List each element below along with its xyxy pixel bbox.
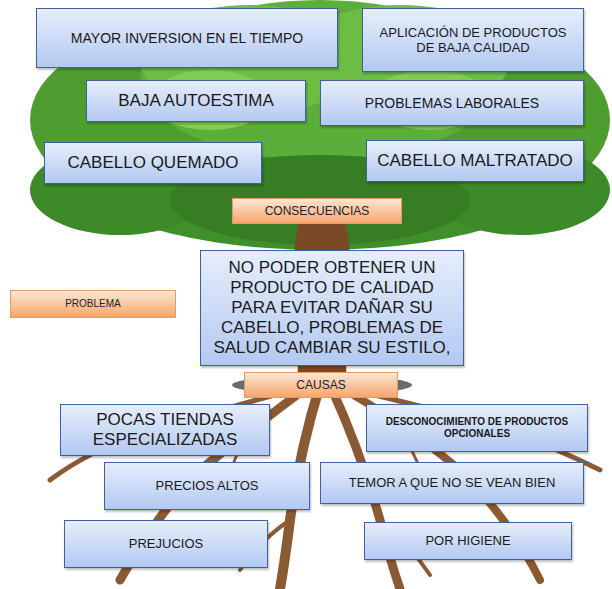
cause-box: PRECIOS ALTOS	[104, 462, 310, 510]
box-text: PROBLEMAS LABORALES	[365, 95, 539, 112]
box-text: CONSECUENCIAS	[265, 204, 370, 218]
problem-box: NO PODER OBTENER UN PRODUCTO DE CALIDAD …	[200, 250, 464, 366]
consequence-box: APLICACIÓN DE PRODUCTOS DE BAJA CALIDAD	[362, 8, 584, 72]
consequence-box: CABELLO QUEMADO	[44, 142, 262, 184]
box-text: NO PODER OBTENER UN PRODUCTO DE CALIDAD …	[209, 258, 455, 358]
consequence-box: BAJA AUTOESTIMA	[86, 80, 306, 122]
consequence-box: CABELLO MALTRATADO	[366, 140, 584, 182]
box-text: APLICACIÓN DE PRODUCTOS DE BAJA CALIDAD	[371, 25, 575, 56]
box-text: CABELLO QUEMADO	[68, 153, 239, 173]
box-text: PROBLEMA	[65, 298, 121, 310]
consequence-box: PROBLEMAS LABORALES	[320, 80, 584, 126]
cause-box: PREJUCIOS	[64, 520, 268, 568]
roots	[50, 375, 600, 589]
section-label: CONSECUENCIAS	[232, 198, 402, 224]
box-text: POR HIGIENE	[425, 533, 510, 548]
box-text: PREJUCIOS	[129, 536, 203, 551]
cause-box: TEMOR A QUE NO SE VEAN BIEN	[320, 462, 584, 504]
consequence-box: MAYOR INVERSION EN EL TIEMPO	[36, 8, 338, 68]
cause-box: DESCONOCIMIENTO DE PRODUCTOS OPCIONALES	[366, 404, 588, 452]
section-label: PROBLEMA	[10, 290, 176, 318]
cause-box: POR HIGIENE	[364, 522, 572, 560]
box-text: PRECIOS ALTOS	[156, 478, 259, 493]
box-text: POCAS TIENDAS ESPECIALIZADAS	[69, 410, 261, 450]
box-text: CAUSAS	[296, 378, 345, 392]
box-text: TEMOR A QUE NO SE VEAN BIEN	[349, 475, 556, 490]
box-text: BAJA AUTOESTIMA	[118, 91, 274, 111]
box-text: MAYOR INVERSION EN EL TIEMPO	[71, 30, 303, 47]
cause-box: POCAS TIENDAS ESPECIALIZADAS	[60, 404, 270, 456]
canopy	[30, 0, 610, 250]
section-label: CAUSAS	[244, 372, 398, 398]
box-text: CABELLO MALTRATADO	[377, 151, 573, 171]
box-text: DESCONOCIMIENTO DE PRODUCTOS OPCIONALES	[375, 416, 579, 440]
